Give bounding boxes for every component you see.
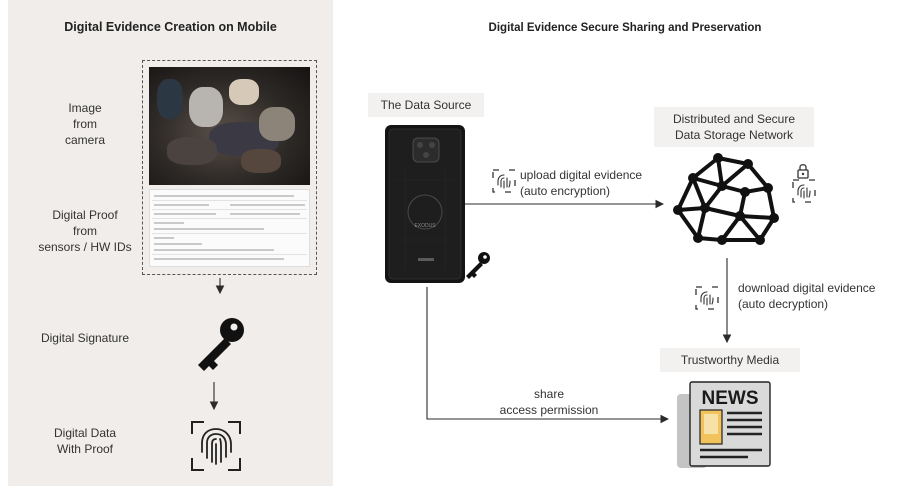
network-mesh-icon: [676, 156, 776, 242]
upload-edge-label: upload digital evidence (auto encryption…: [520, 168, 643, 198]
news-headline-text: NEWS: [702, 388, 759, 409]
network-nodes: [673, 153, 779, 245]
share-arrow: [426, 287, 670, 424]
fingerprint-icon: [191, 421, 241, 471]
fingerprint-icon: [695, 286, 719, 310]
download-edge-label: download digital evidence (auto decrypti…: [738, 281, 876, 311]
sensor-data-sheet: [149, 189, 310, 267]
fingerprint-icon: [792, 179, 816, 203]
lock-icon: [797, 164, 809, 179]
key-icon: [466, 252, 490, 279]
newspaper-icon: [677, 381, 771, 468]
image-from-camera-label: Image from camera: [64, 101, 105, 147]
digital-signature-label: Digital Signature: [40, 331, 130, 345]
trustworthy-media-label: Trustworthy Media: [660, 348, 800, 372]
share-edge-label: share access permission: [499, 387, 599, 417]
key-icon: [198, 318, 244, 371]
digital-data-with-proof-label: Digital Data With Proof: [53, 426, 117, 456]
storage-network-label: Distributed and Secure Data Storage Netw…: [654, 107, 814, 147]
phone-brand-text: EXODUS: [414, 223, 436, 229]
digital-proof-label: Digital Proof from sensors / HW IDs: [38, 208, 132, 254]
right-panel-title: Digital Evidence Secure Sharing and Pres…: [488, 22, 762, 34]
fingerprint-icon: [492, 169, 516, 193]
camera-photo: [149, 67, 310, 185]
smartphone-icon: [385, 125, 465, 283]
evidence-bundle-box: [142, 60, 317, 275]
data-source-label: The Data Source: [368, 93, 484, 117]
left-panel-title: Digital Evidence Creation on Mobile: [64, 20, 277, 34]
left-panel: Digital Evidence Creation on Mobile Imag…: [8, 0, 333, 486]
